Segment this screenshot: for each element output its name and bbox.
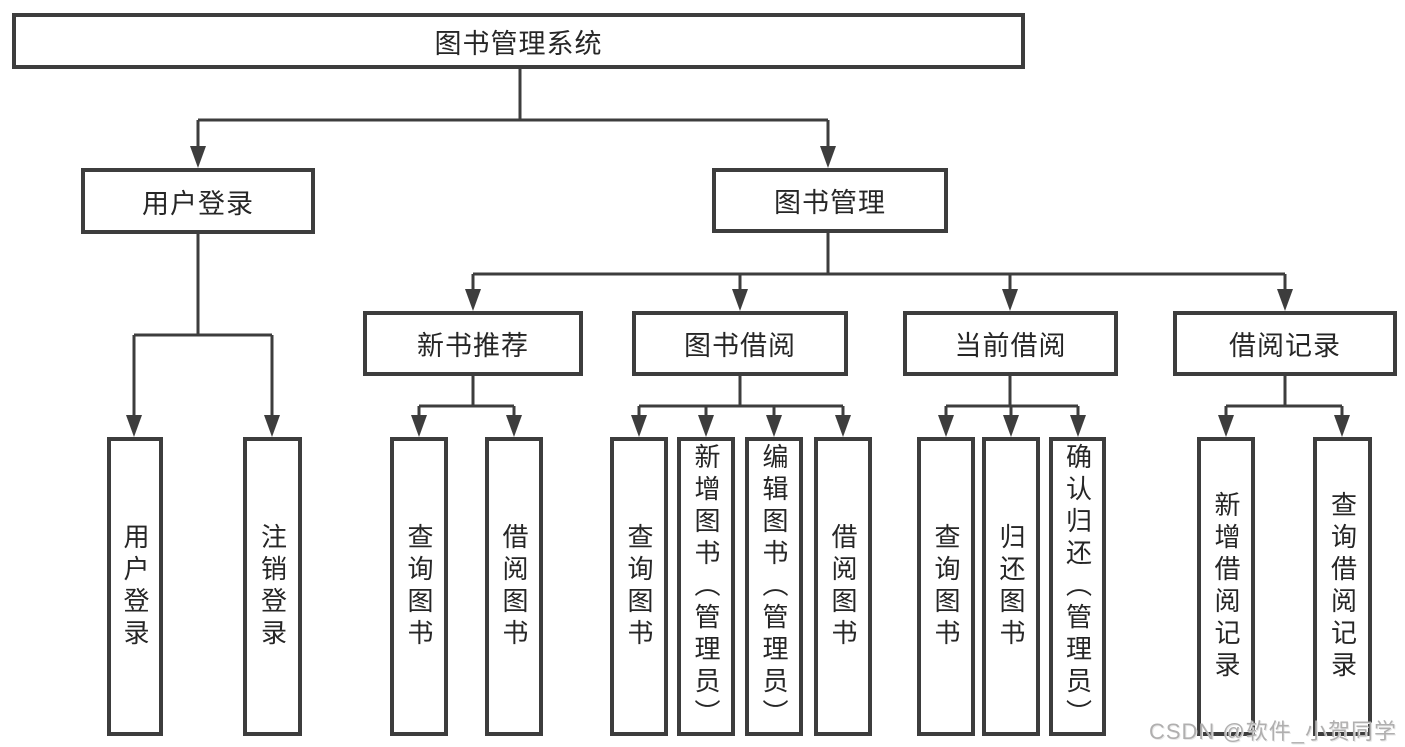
node-book-management: 图书管理 <box>712 168 948 233</box>
connector-borrowing-children <box>637 376 845 417</box>
node-user-login-label: 用户登录 <box>120 522 150 651</box>
node-current-query-books: 查询图书 <box>917 437 975 736</box>
node-confirm-return-admin: 确认归还（管理员） <box>1049 437 1106 736</box>
arrow-down-icon <box>506 415 522 437</box>
node-logout-label: 注销登录 <box>257 522 288 651</box>
node-return-books-label: 归还图书 <box>996 522 1026 651</box>
node-user-login-group: 用户登录 <box>81 168 315 234</box>
node-edit-books-admin-label: 编辑图书（管理员） <box>759 442 789 731</box>
connector-current-children <box>944 376 1080 417</box>
node-add-borrow-record-label: 新增借阅记录 <box>1211 490 1241 683</box>
node-query-borrow-record: 查询借阅记录 <box>1313 437 1372 736</box>
node-current-query-books-label: 查询图书 <box>931 522 961 651</box>
node-confirm-return-admin-label: 确认归还（管理员） <box>1062 442 1093 731</box>
arrow-down-icon <box>1070 415 1086 437</box>
csdn-watermark: CSDN @软件_小贺同学 <box>1148 719 1397 744</box>
node-new-book-recommend-label: 新书推荐 <box>417 331 529 361</box>
arrow-down-icon <box>1002 289 1018 311</box>
arrow-down-icon <box>732 289 748 311</box>
node-current-borrowing-label: 当前借阅 <box>954 331 1067 361</box>
connector-user-login-children <box>132 234 274 417</box>
node-query-borrow-record-label: 查询借阅记录 <box>1327 490 1358 683</box>
arrow-down-icon <box>698 415 714 437</box>
node-borrowing-records: 借阅记录 <box>1173 311 1397 376</box>
node-borrowing-query-books-label: 查询图书 <box>624 522 654 651</box>
node-book-management-label: 图书管理 <box>774 188 886 218</box>
connector-book-mgmt-children <box>471 232 1287 291</box>
arrow-down-icon <box>631 415 647 437</box>
node-user-login: 用户登录 <box>107 437 163 736</box>
node-newbook-borrow-books: 借阅图书 <box>485 437 543 736</box>
node-add-books-admin: 新增图书（管理员） <box>677 437 735 736</box>
arrow-down-icon <box>190 146 206 168</box>
arrow-down-icon <box>411 415 427 437</box>
node-user-login-group-label: 用户登录 <box>142 188 254 219</box>
node-borrowing-borrow-books: 借阅图书 <box>814 437 872 736</box>
node-book-borrowing-label: 图书借阅 <box>684 331 796 361</box>
node-newbook-query-books: 查询图书 <box>390 437 448 736</box>
arrow-down-icon <box>835 415 851 437</box>
node-add-borrow-record: 新增借阅记录 <box>1197 437 1255 736</box>
node-borrowing-records-label: 借阅记录 <box>1229 331 1341 361</box>
node-newbook-query-books-label: 查询图书 <box>404 522 434 651</box>
node-return-books: 归还图书 <box>982 437 1040 736</box>
arrow-down-icon <box>264 415 280 437</box>
connector-root-to-level2 <box>196 68 830 148</box>
node-root-label: 图书管理系统 <box>434 28 603 59</box>
node-logout: 注销登录 <box>243 437 302 736</box>
node-edit-books-admin: 编辑图书（管理员） <box>745 437 803 736</box>
connector-records-children <box>1224 376 1344 417</box>
arrow-down-icon <box>1277 289 1293 311</box>
arrow-down-icon <box>1218 415 1234 437</box>
arrow-down-icon <box>938 415 954 437</box>
arrow-down-icon <box>766 415 782 437</box>
node-borrowing-borrow-books-label: 借阅图书 <box>828 522 858 651</box>
arrow-down-icon <box>1334 415 1350 437</box>
node-book-borrowing: 图书借阅 <box>632 311 848 376</box>
node-current-borrowing: 当前借阅 <box>903 311 1118 376</box>
connector-new-book-children <box>417 376 516 417</box>
node-newbook-borrow-books-label: 借阅图书 <box>499 522 529 651</box>
node-borrowing-query-books: 查询图书 <box>610 437 668 736</box>
node-root: 图书管理系统 <box>12 13 1025 69</box>
arrow-down-icon <box>465 289 481 311</box>
arrow-down-icon <box>1003 415 1019 437</box>
node-add-books-admin-label: 新增图书（管理员） <box>691 442 721 731</box>
node-new-book-recommend: 新书推荐 <box>363 311 583 376</box>
arrow-down-icon <box>126 415 142 437</box>
arrow-down-icon <box>820 146 836 168</box>
